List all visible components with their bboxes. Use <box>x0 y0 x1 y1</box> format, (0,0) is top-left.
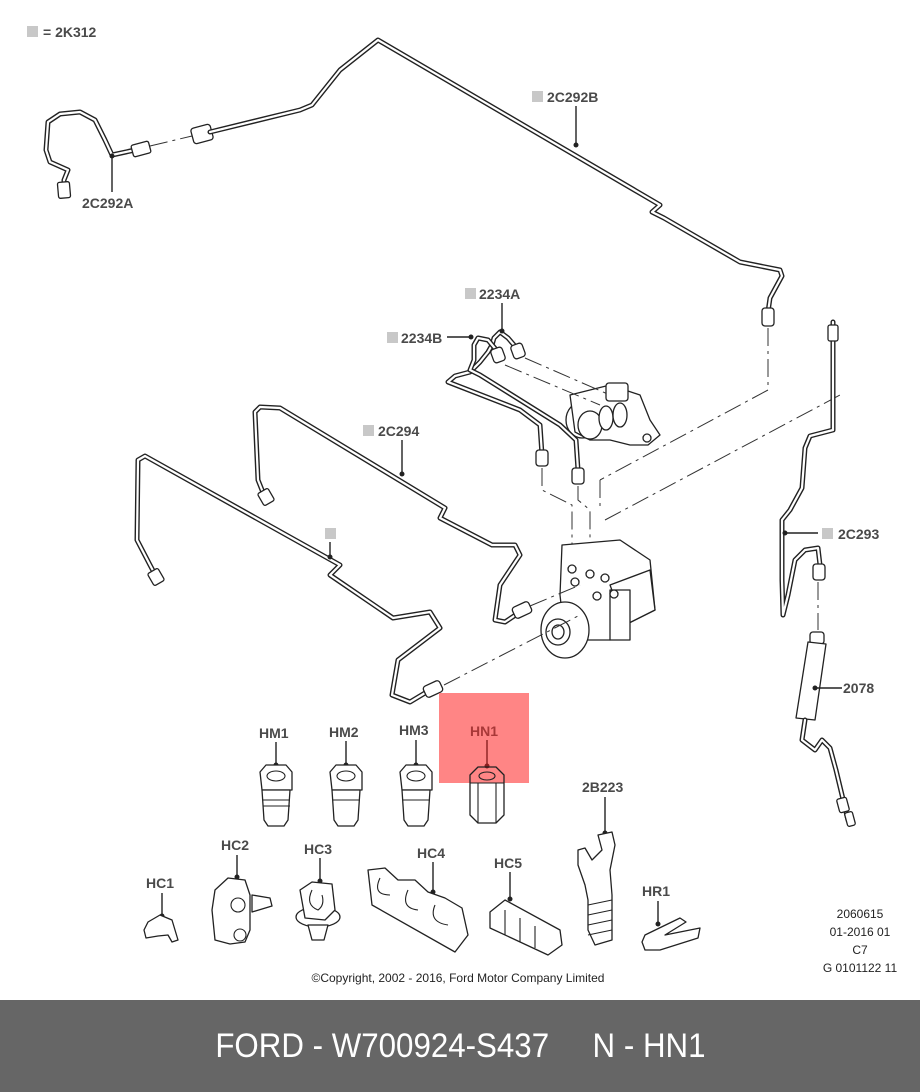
part-HM2[interactable]: HM2 <box>329 724 363 827</box>
label-HC2: HC2 <box>221 837 249 853</box>
part-HR1[interactable]: HR1 <box>641 883 701 951</box>
label-2C292A[interactable]: 2C292A <box>82 195 133 211</box>
label-HC5: HC5 <box>494 855 522 871</box>
part-HC5[interactable]: HC5 <box>489 855 563 956</box>
part-HM3[interactable]: HM3 <box>399 722 433 827</box>
label-2C293[interactable]: 2C293 <box>838 526 879 542</box>
part-HC4[interactable]: HC4 <box>367 845 469 953</box>
label-2C294[interactable]: 2C294 <box>378 423 419 439</box>
abs-module <box>540 394 841 659</box>
meta-line-4: G 0101122 11 <box>823 961 898 975</box>
label-HM3: HM3 <box>399 722 429 738</box>
legend: = 2K312 <box>27 24 97 40</box>
part-number-banner: FORD - W700924-S437 N - HN1 <box>0 1000 920 1092</box>
legend-text: = 2K312 <box>43 24 97 40</box>
legend-square-icon <box>27 26 38 37</box>
label-HM1: HM1 <box>259 725 289 741</box>
label-HC3: HC3 <box>304 841 332 857</box>
label-2234A[interactable]: 2234A <box>479 286 520 302</box>
parts-diagram: = 2K312 2C292A 2C292B <box>27 24 898 985</box>
part-HC1[interactable]: HC1 <box>143 875 179 943</box>
label-HR1: HR1 <box>642 883 670 899</box>
part-HN1[interactable]: HN1 <box>469 723 505 824</box>
pipe-2234B[interactable] <box>467 335 585 485</box>
part-HC3[interactable]: HC3 <box>295 841 341 941</box>
part-HM1[interactable]: HM1 <box>259 725 293 827</box>
metadata-block: 2060615 01-2016 01 C7 G 0101122 11 <box>823 907 898 975</box>
label-2B223: 2B223 <box>582 779 623 795</box>
copyright-text: ©Copyright, 2002 - 2016, Ford Motor Comp… <box>312 971 605 985</box>
part-2B223[interactable]: 2B223 <box>577 779 623 946</box>
highlight-HN1 <box>439 693 529 783</box>
meta-line-1: 2060615 <box>837 907 884 921</box>
label-HM2: HM2 <box>329 724 359 740</box>
master-cylinder <box>565 382 661 446</box>
pipe-2C292A[interactable] <box>43 109 193 199</box>
banner-text: FORD - W700924-S437 N - HN1 <box>214 1026 706 1065</box>
pipe-2C294[interactable] <box>252 404 581 625</box>
label-2234B[interactable]: 2234B <box>401 330 442 346</box>
meta-line-3: C7 <box>852 943 868 957</box>
pipe-2C293[interactable] <box>779 319 839 630</box>
label-2C292B[interactable]: 2C292B <box>547 89 598 105</box>
unlabeled-2K312-square-icon <box>325 528 336 539</box>
hose-2078[interactable] <box>795 631 856 827</box>
meta-line-2: 01-2016 01 <box>830 925 891 939</box>
label-2078[interactable]: 2078 <box>843 680 874 696</box>
label-HC4: HC4 <box>417 845 445 861</box>
pipe-2C292B[interactable] <box>190 37 785 481</box>
label-HN1: HN1 <box>470 723 498 739</box>
part-HC2[interactable]: HC2 <box>211 837 273 945</box>
label-HC1: HC1 <box>146 875 174 891</box>
pipe-unlabeled[interactable] <box>134 453 581 705</box>
